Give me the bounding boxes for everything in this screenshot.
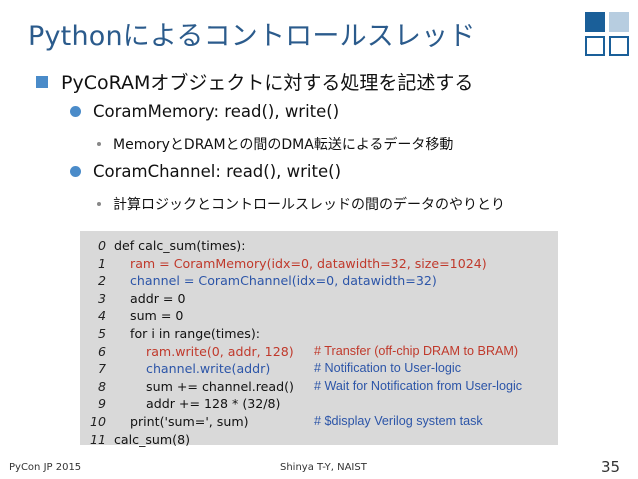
code-line: 0 def calc_sum(times): [80,237,558,255]
code-text: ram = CoramMemory(idx=0, datawidth=32, s… [114,255,487,271]
bullet-level1: PyCoRAMオブジェクトに対する処理を記述する [36,68,473,95]
code-text: def calc_sum(times): [114,238,246,253]
code-text: for i in range(times): [114,325,261,341]
code-line: 6 ram.write(0, addr, 128) # Transfer (off… [80,343,558,361]
naist-logo-icon [585,12,629,56]
code-line: 1 ram = CoramMemory(idx=0, datawidth=32,… [80,255,558,273]
logo-square-3 [585,36,605,56]
logo-square-2 [609,12,629,32]
line-number: 2 [97,273,106,289]
code-text: sum += channel.read() [114,378,294,394]
line-number: 5 [97,325,106,341]
code-line: 8 sum += channel.read() # Wait for Notifi… [80,378,558,396]
bullet-memory-sub-text: MemoryとDRAMとの間のDMA転送によるデータ移動 [113,137,454,153]
line-number: 6 [97,343,106,359]
square-bullet-icon [36,75,48,88]
line-number: 9 [97,396,106,412]
bullet-coram-channel: CoramChannel: read(), write() [70,162,341,181]
code-comment: # Wait for Notification from User-logic [314,378,523,393]
logo-square-4 [609,36,629,56]
code-line: 4 sum = 0 [80,307,558,325]
line-number: 3 [97,290,106,306]
code-text: channel.write(addr) [114,361,271,377]
logo-square-1 [585,12,605,32]
bullet-coram-memory-text: CoramMemory: read(), write() [93,102,340,121]
small-dot-bullet-icon [97,142,101,146]
code-text: calc_sum(8) [114,431,191,447]
page-number: 35 [601,458,621,476]
code-comment: # Notification to User-logic [314,361,461,376]
code-comment: # $display Verilog system task [314,413,483,428]
circle-bullet-icon [70,166,81,177]
code-text: channel = CoramChannel(idx=0, datawidth=… [114,273,437,289]
code-block: 0 def calc_sum(times): 1 ram = CoramMemor… [80,231,558,447]
bullet-memory-sub: MemoryとDRAMとの間のDMA転送によるデータ移動 [97,134,453,154]
line-number: 0 [97,238,106,253]
line-number: 1 [97,255,106,271]
code-comment: # Transfer (off-chip DRAM to BRAM) [314,343,519,358]
bullet-level1-text: PyCoRAMオブジェクトに対する処理を記述する [61,72,474,94]
footer-event: PyCon JP 2015 [9,462,82,473]
code-text: print('sum=', sum) [114,413,249,429]
circle-bullet-icon [70,106,81,117]
slide-title: Pythonによるコントロールスレッド [28,21,476,52]
code-line: 5 for i in range(times): [80,325,558,343]
line-number: 10 [89,413,106,429]
bullet-channel-sub: 計算ロジックとコントロールスレッドの間のデータのやりとり [97,194,505,214]
code-line: 7 channel.write(addr) # Notification to U… [80,360,558,378]
code-text: sum = 0 [114,308,184,324]
code-text: addr += 128 * (32/8) [114,396,281,412]
line-number: 8 [97,378,106,394]
code-line: 9 addr += 128 * (32/8) [80,395,558,413]
code-text: ram.write(0, addr, 128) [114,343,294,359]
line-number: 7 [97,361,106,377]
bullet-channel-sub-text: 計算ロジックとコントロールスレッドの間のデータのやりとり [113,197,505,213]
bullet-coram-channel-text: CoramChannel: read(), write() [93,162,342,181]
footer-author: Shinya T-Y, NAIST [280,462,367,473]
line-number: 4 [97,308,106,324]
code-text: addr = 0 [114,290,186,306]
line-number: 11 [89,431,106,447]
small-dot-bullet-icon [97,202,101,206]
code-line: 11 calc_sum(8) [80,431,558,449]
code-line: 2 channel = CoramChannel(idx=0, datawidt… [80,272,558,290]
bullet-coram-memory: CoramMemory: read(), write() [70,102,339,121]
code-line: 10 print('sum=', sum) # $display Verilog … [80,413,558,431]
code-line: 3 addr = 0 [80,290,558,308]
